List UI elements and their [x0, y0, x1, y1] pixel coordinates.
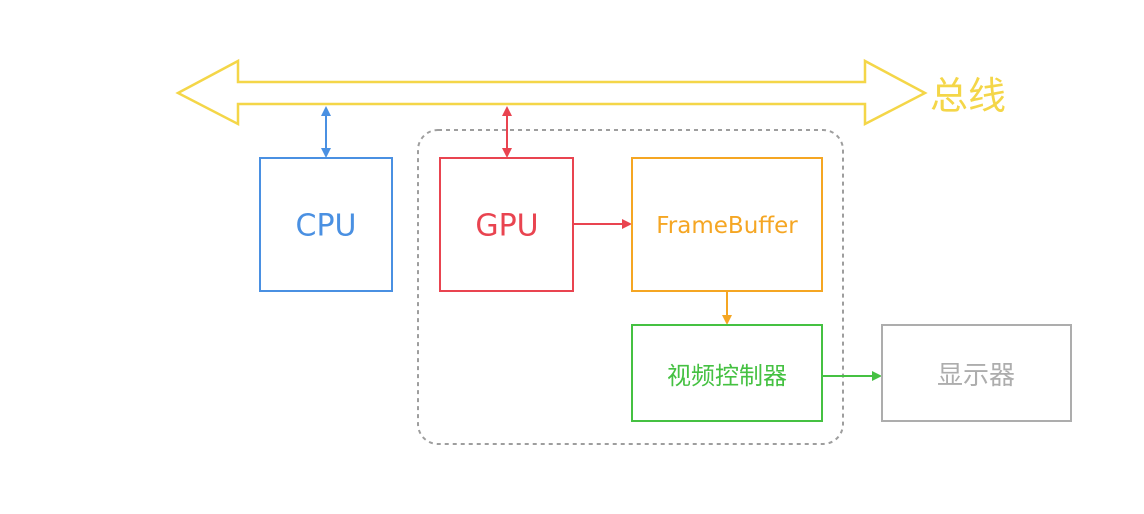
display-box	[881, 324, 1072, 422]
video-controller-to-display-arrowhead	[872, 371, 882, 381]
display-label: 显示器	[937, 361, 1015, 391]
cpu-bus-arrowhead-up	[321, 106, 331, 116]
framebuffer-to-video-controller-arrowhead	[722, 315, 732, 325]
video-controller-box	[631, 324, 823, 422]
bus-label: 总线	[930, 74, 1006, 118]
cpu-label: CPU	[296, 209, 357, 244]
gpu-bus-arrowhead-up	[502, 106, 512, 116]
framebuffer-label: FrameBuffer	[656, 213, 798, 239]
framebuffer-box	[631, 157, 823, 292]
gpu-label: GPU	[475, 209, 538, 244]
cpu-bus-arrowhead-down	[321, 148, 331, 158]
gpu-bus-arrowhead-down	[502, 148, 512, 158]
bus-double-arrow	[175, 58, 928, 127]
gpu-group-outline	[417, 129, 844, 445]
video-controller-label: 视频控制器	[667, 362, 787, 390]
gpu-to-framebuffer-arrowhead	[622, 219, 632, 229]
cpu-box	[259, 157, 393, 292]
